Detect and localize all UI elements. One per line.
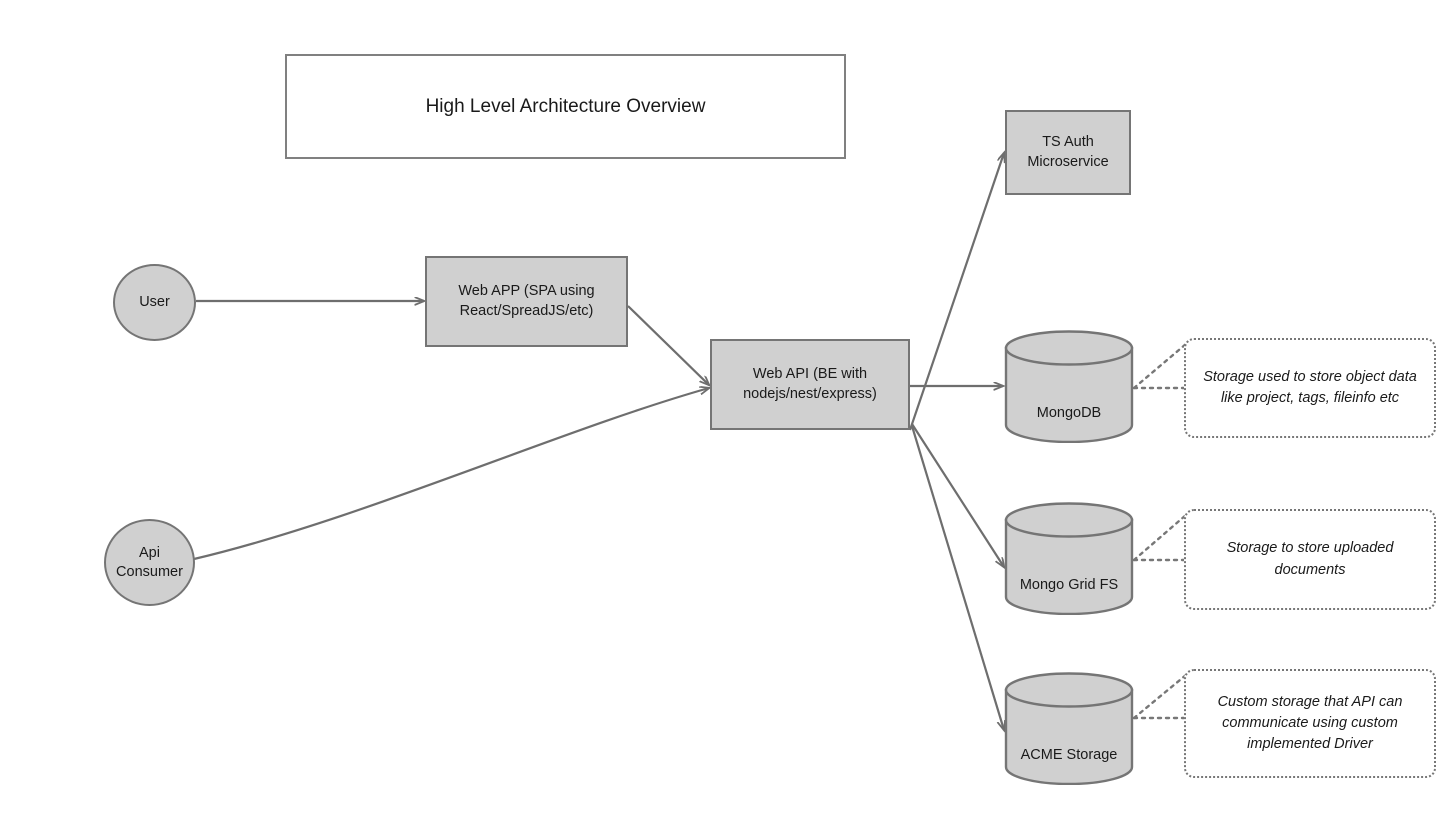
- cylinder-shape-icon: [1004, 672, 1134, 785]
- node-ts-auth-microservice[interactable]: TS Auth Microservice: [1005, 110, 1131, 195]
- diagram-title-box: High Level Architecture Overview: [285, 54, 846, 159]
- node-acme-storage-label: ACME Storage: [1020, 747, 1118, 763]
- node-mongo-grid-fs[interactable]: Mongo Grid FS: [1004, 502, 1134, 615]
- node-api-consumer[interactable]: Api Consumer: [104, 519, 195, 606]
- edge-web-api-to-mongo-grid-fs: [911, 423, 1004, 567]
- node-mongodb-label: MongoDB: [1036, 405, 1102, 421]
- node-user[interactable]: User: [113, 264, 196, 341]
- node-mongodb[interactable]: MongoDB: [1004, 330, 1134, 443]
- node-acme-storage[interactable]: ACME Storage: [1004, 672, 1134, 785]
- connector-mongodb-note-b: [1132, 342, 1188, 390]
- note-acme-storage-label: Custom storage that API can communicate …: [1217, 693, 1403, 752]
- page-title: High Level Architecture Overview: [425, 95, 706, 117]
- node-ts-auth-label: TS Auth Microservice: [1027, 133, 1109, 170]
- edge-web-api-to-ts-auth: [908, 153, 1004, 431]
- edge-web-api-to-acme-storage: [910, 425, 1004, 730]
- node-user-label: User: [139, 294, 170, 311]
- cylinder-shape-icon: [1004, 502, 1134, 615]
- node-web-app[interactable]: Web APP (SPA using React/SpreadJS/etc): [425, 256, 628, 347]
- node-web-api-label: Web API (BE with nodejs/nest/express): [743, 365, 877, 402]
- connector-gridfs-note-b: [1132, 513, 1188, 562]
- connector-acme-note-b: [1132, 673, 1188, 720]
- node-api-consumer-label: Api Consumer: [116, 544, 183, 580]
- node-mongo-grid-fs-label: Mongo Grid FS: [1019, 577, 1119, 593]
- node-web-app-label: Web APP (SPA using React/SpreadJS/etc): [458, 282, 595, 319]
- note-mongo-grid-fs-label: Storage to store uploaded documents: [1226, 540, 1394, 578]
- note-mongodb: Storage used to store object data like p…: [1184, 338, 1436, 438]
- cylinder-shape-icon: [1004, 330, 1134, 443]
- note-acme-storage: Custom storage that API can communicate …: [1184, 669, 1436, 778]
- note-mongodb-label: Storage used to store object data like p…: [1203, 368, 1417, 406]
- edge-api-consumer-to-web-api: [193, 388, 709, 561]
- node-web-api[interactable]: Web API (BE with nodejs/nest/express): [710, 339, 910, 430]
- edge-web-app-to-web-api: [627, 305, 709, 385]
- note-mongo-grid-fs: Storage to store uploaded documents: [1184, 509, 1436, 610]
